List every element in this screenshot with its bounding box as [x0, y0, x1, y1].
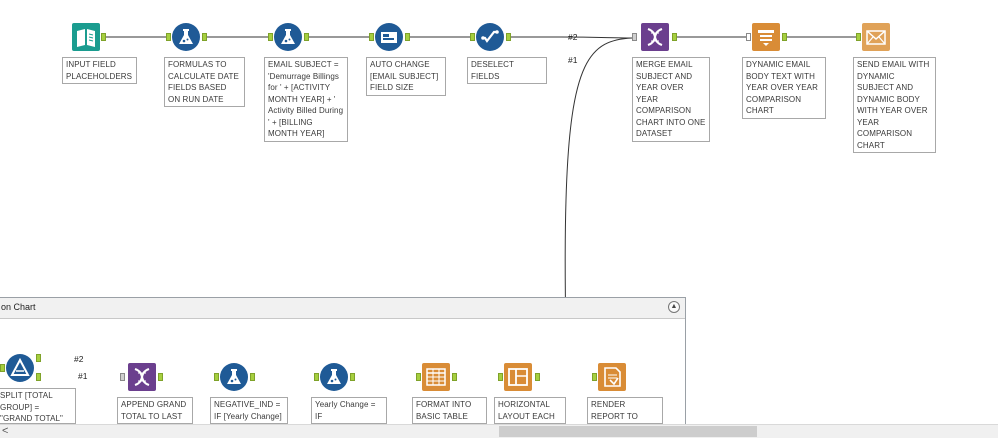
auto-field-icon: [375, 23, 403, 51]
input-anchor[interactable]: [632, 33, 637, 41]
tool-annotation: INPUT FIELD PLACEHOLDERS: [62, 57, 137, 84]
dynamic-email-body-tool[interactable]: [752, 23, 780, 51]
tool-annotation: DYNAMIC EMAIL BODY TEXT WITH YEAR OVER Y…: [742, 57, 826, 119]
formula-flask-icon: [274, 23, 302, 51]
output-anchor[interactable]: [782, 33, 787, 41]
split-filter-tool[interactable]: [6, 354, 34, 382]
input-anchor[interactable]: [498, 373, 503, 381]
negative-ind-tool[interactable]: [220, 363, 248, 391]
send-email-tool[interactable]: [862, 23, 890, 51]
scrollbar-thumb[interactable]: [499, 426, 757, 437]
select-check-icon: [476, 23, 504, 51]
false-anchor[interactable]: [36, 373, 41, 381]
input-anchor[interactable]: [369, 33, 374, 41]
tool-annotation: EMAIL SUBJECT = 'Demurrage Billings for …: [264, 57, 348, 142]
connection-label-2: #2: [74, 354, 84, 364]
horizontal-scrollbar[interactable]: <: [0, 424, 998, 438]
email-envelope-icon: [862, 23, 890, 51]
collapse-button[interactable]: ▲: [668, 301, 680, 313]
output-anchor[interactable]: [452, 373, 457, 381]
connection-label-1: #1: [78, 371, 88, 381]
render-icon: [598, 363, 626, 391]
container-title: on Chart: [1, 302, 36, 312]
output-anchor[interactable]: [304, 33, 309, 41]
input-field-placeholders-tool[interactable]: [72, 23, 100, 51]
connection-label-2: #2: [568, 32, 578, 42]
tool-annotation: Yearly Change = IF: [311, 397, 387, 424]
true-anchor[interactable]: [36, 354, 41, 362]
container-header[interactable]: on Chart ▲: [0, 298, 685, 319]
append-grand-total-tool[interactable]: [128, 363, 156, 391]
output-anchor[interactable]: [250, 373, 255, 381]
input-anchor[interactable]: [314, 373, 319, 381]
yearly-change-tool[interactable]: [320, 363, 348, 391]
layout-icon: [504, 363, 532, 391]
tool-annotation: DESELECT FIELDS: [467, 57, 547, 84]
output-anchor[interactable]: [506, 33, 511, 41]
email-subject-formula-tool[interactable]: [274, 23, 302, 51]
input-anchor[interactable]: [120, 373, 125, 381]
table-icon: [422, 363, 450, 391]
scroll-left-icon[interactable]: <: [2, 425, 9, 437]
workflow-canvas[interactable]: #2 #1 INPUT FIELD PLACEHOLDERS FORMULAS …: [0, 0, 998, 424]
append-dna-icon: [641, 23, 669, 51]
report-text-icon: [752, 23, 780, 51]
input-anchor[interactable]: [214, 373, 219, 381]
output-anchor[interactable]: [405, 33, 410, 41]
input-anchor[interactable]: [166, 33, 171, 41]
formula-flask-icon: [320, 363, 348, 391]
input-anchor[interactable]: [592, 373, 597, 381]
deselect-fields-tool[interactable]: [476, 23, 504, 51]
merge-email-subject-tool[interactable]: [641, 23, 669, 51]
connection-label-1: #1: [568, 55, 578, 65]
formula-flask-icon: [220, 363, 248, 391]
tool-annotation: SPLIT [TOTAL GROUP] = "GRAND TOTAL": [0, 388, 76, 424]
format-basic-table-tool[interactable]: [422, 363, 450, 391]
book-input-icon: [72, 23, 100, 51]
formulas-date-fields-tool[interactable]: [172, 23, 200, 51]
wire-5: [511, 36, 633, 39]
filter-triangle-icon: [6, 354, 34, 382]
output-anchor[interactable]: [535, 373, 540, 381]
render-report-tool[interactable]: [598, 363, 626, 391]
horizontal-layout-tool[interactable]: [504, 363, 532, 391]
output-anchor[interactable]: [158, 373, 163, 381]
input-anchor[interactable]: [268, 33, 273, 41]
tool-annotation: HORIZONTAL LAYOUT EACH: [494, 397, 566, 424]
output-anchor[interactable]: [101, 33, 106, 41]
input-anchor[interactable]: [856, 33, 861, 41]
tool-annotation: MERGE EMAIL SUBJECT AND YEAR OVER YEAR C…: [632, 57, 710, 142]
output-anchor[interactable]: [350, 373, 355, 381]
input-anchor[interactable]: [416, 373, 421, 381]
tool-annotation: NEGATIVE_IND = IF [Yearly Change]: [210, 397, 288, 424]
input-anchor[interactable]: [746, 33, 751, 41]
tool-annotation: RENDER REPORT TO TEMP EXCEL: [587, 397, 663, 424]
auto-change-field-size-tool[interactable]: [375, 23, 403, 51]
output-anchor[interactable]: [202, 33, 207, 41]
output-anchor[interactable]: [672, 33, 677, 41]
append-dna-icon: [128, 363, 156, 391]
input-anchor[interactable]: [470, 33, 475, 41]
input-anchor[interactable]: [0, 364, 5, 372]
formula-flask-icon: [172, 23, 200, 51]
tool-annotation: AUTO CHANGE [EMAIL SUBJECT] FIELD SIZE: [366, 57, 446, 96]
tool-annotation: FORMULAS TO CALCULATE DATE FIELDS BASED …: [164, 57, 245, 107]
tool-annotation: FORMAT INTO BASIC TABLE: [412, 397, 487, 424]
tool-annotation: SEND EMAIL WITH DYNAMIC SUBJECT AND DYNA…: [853, 57, 936, 153]
tool-annotation: APPEND GRAND TOTAL TO LAST: [117, 397, 193, 424]
